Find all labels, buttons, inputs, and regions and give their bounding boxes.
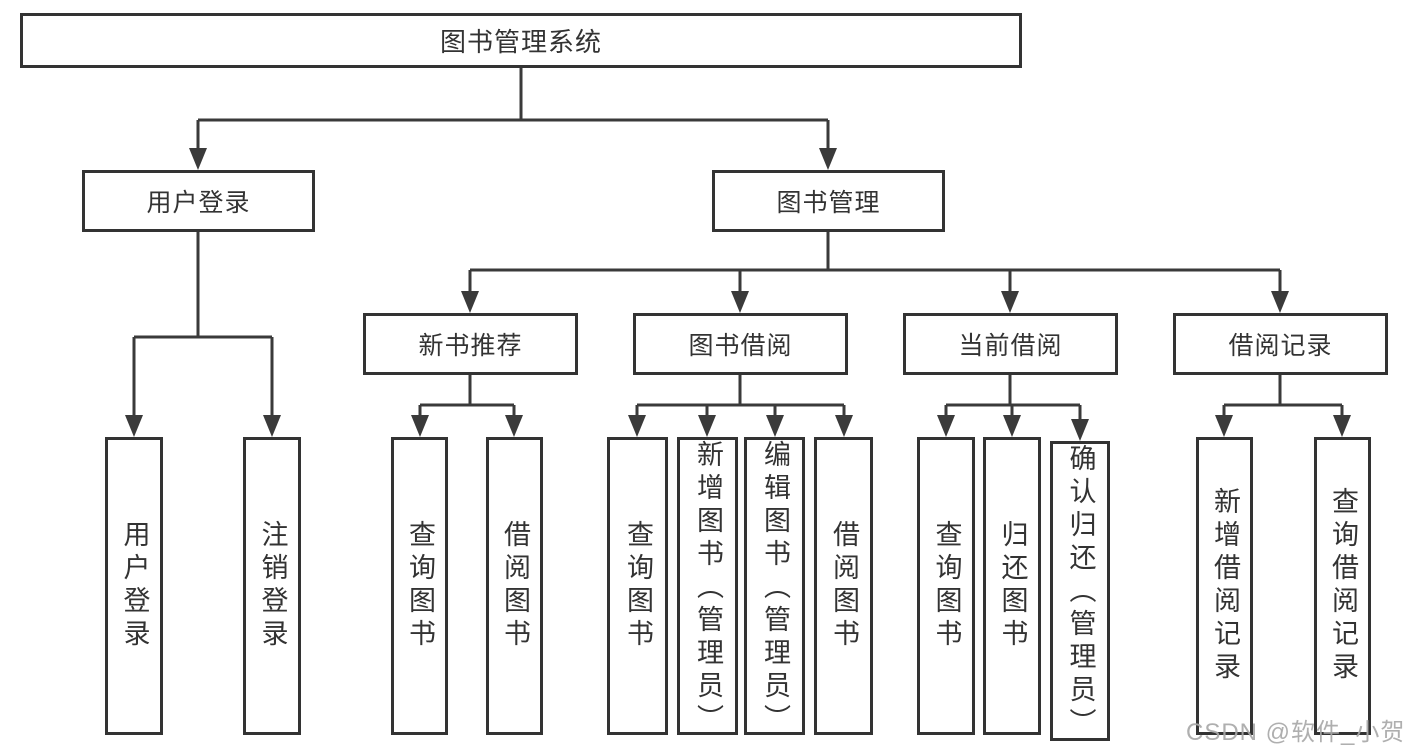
leaf-query-books-recommend: 查询图书 [391, 437, 448, 735]
leaf-edit-book-admin: 编辑图书（管理员） [744, 437, 805, 737]
arrowhead-icons [125, 148, 1351, 441]
leaf-borrow-books-recommend: 借阅图书 [486, 437, 543, 735]
leaf-add-book-admin: 新增图书（管理员） [677, 437, 738, 737]
leaf-confirm-return-admin: 确认归还（管理员） [1050, 441, 1110, 741]
node-book-borrow: 图书借阅 [633, 313, 848, 375]
leaf-logout: 注销登录 [243, 437, 301, 735]
node-current-borrow: 当前借阅 [903, 313, 1118, 375]
node-new-book-recommend: 新书推荐 [363, 313, 578, 375]
node-user-login: 用户登录 [82, 170, 315, 232]
leaf-borrow-books: 借阅图书 [814, 437, 873, 735]
leaf-query-books-borrow: 查询图书 [607, 437, 668, 735]
node-borrow-records: 借阅记录 [1173, 313, 1388, 375]
leaf-query-borrow-record: 查询借阅记录 [1314, 437, 1371, 735]
leaf-user-login: 用户登录 [105, 437, 163, 735]
leaf-add-borrow-record: 新增借阅记录 [1196, 437, 1253, 735]
leaf-query-books-current: 查询图书 [917, 437, 975, 735]
csdn-watermark: CSDN @软件_小贺同学 [1186, 719, 1405, 746]
node-book-management: 图书管理 [712, 170, 945, 232]
leaf-return-book: 归还图书 [983, 437, 1041, 735]
node-root: 图书管理系统 [20, 13, 1022, 68]
